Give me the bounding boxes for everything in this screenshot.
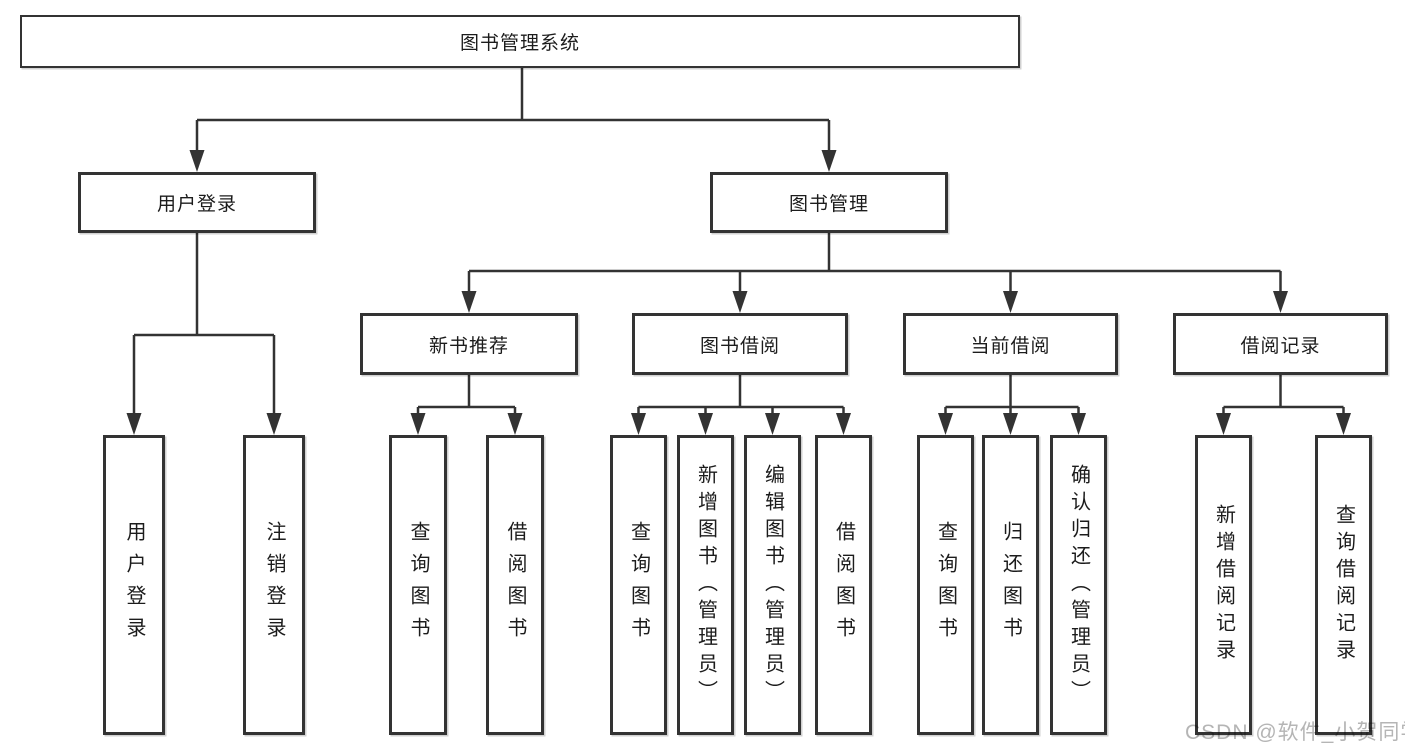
leaf-borrow-books-2: 借阅图书 [815, 435, 872, 735]
leaf-query-borrow-record: 查询借阅记录 [1315, 435, 1372, 735]
leaf-query-books-1: 查询图书 [389, 435, 447, 735]
leaf-add-books-admin: 新增图书（管理员） [677, 435, 734, 735]
leaf-return-books: 归还图书 [982, 435, 1039, 735]
node-new-book-recommend: 新书推荐 [360, 313, 578, 375]
leaf-user-login: 用户登录 [103, 435, 165, 735]
node-borrowing-records: 借阅记录 [1173, 313, 1388, 375]
connector-paths [132, 68, 1345, 414]
node-current-borrowing: 当前借阅 [903, 313, 1118, 375]
leaf-confirm-return-admin: 确认归还（管理员） [1050, 435, 1107, 735]
node-user-login: 用户登录 [78, 172, 316, 233]
arrowheads [126, 150, 1351, 435]
leaf-edit-books-admin: 编辑图书（管理员） [744, 435, 801, 735]
node-book-borrowing: 图书借阅 [632, 313, 848, 375]
leaf-query-books-3: 查询图书 [917, 435, 974, 735]
leaf-query-books-2: 查询图书 [610, 435, 667, 735]
csdn-watermark: CSDN @软件_小贺同学 [1185, 721, 1405, 744]
leaf-borrow-books-1: 借阅图书 [486, 435, 544, 735]
leaf-logout: 注销登录 [243, 435, 305, 735]
node-book-management: 图书管理 [710, 172, 948, 233]
node-book-management-system: 图书管理系统 [20, 15, 1020, 68]
leaf-add-borrow-record: 新增借阅记录 [1195, 435, 1252, 735]
